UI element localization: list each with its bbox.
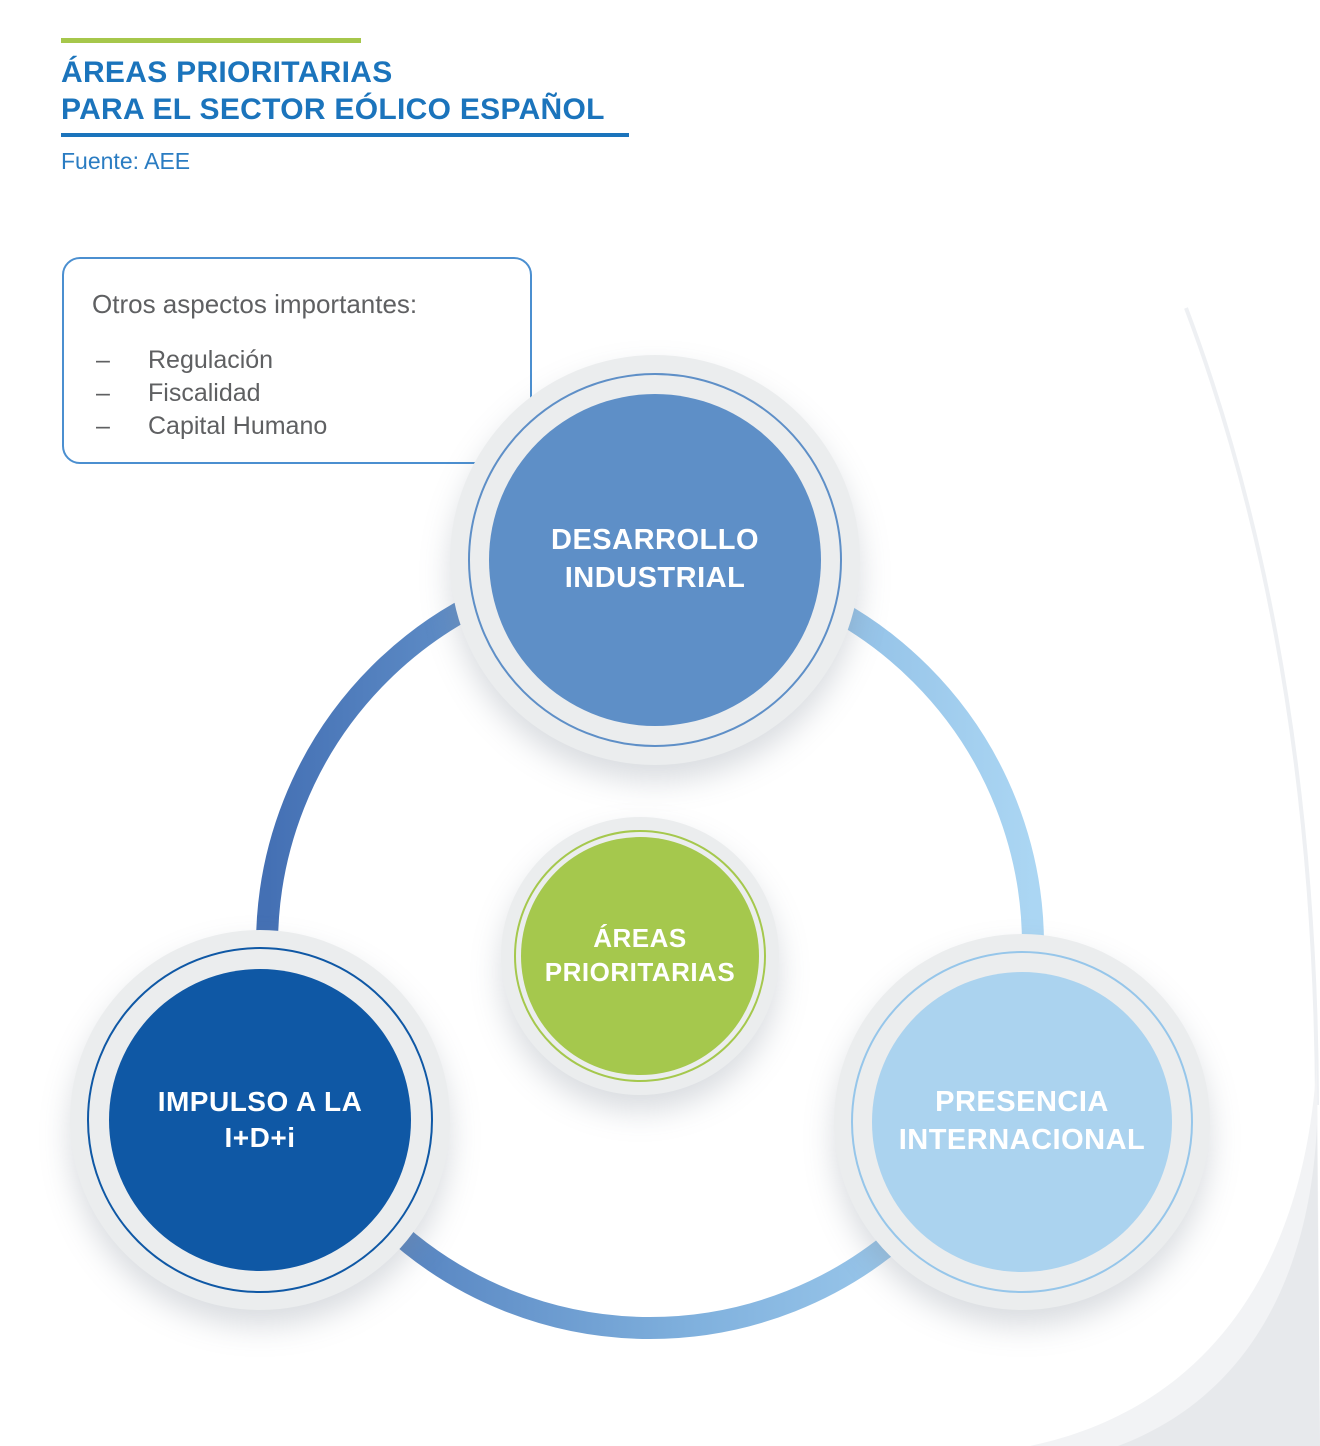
- info-box-list: – Regulación – Fiscalidad – Capital Huma…: [92, 344, 506, 443]
- node-impulso-idi: IMPULSO A LA I+D+i: [70, 930, 450, 1310]
- title-underline: [61, 133, 629, 137]
- info-box-heading: Otros aspectos importantes:: [92, 289, 418, 319]
- list-item: – Fiscalidad: [92, 377, 506, 410]
- list-item-bullet: –: [96, 412, 110, 440]
- accent-rule: [61, 38, 361, 43]
- node-desarrollo-industrial: DESARROLLO INDUSTRIAL: [450, 355, 860, 765]
- list-item-bullet: –: [96, 379, 110, 407]
- source-label: Fuente: AEE: [61, 148, 191, 174]
- node-inner-ring: [514, 830, 766, 1082]
- list-item-label: Regulación: [148, 346, 274, 374]
- page-title-line1: ÁREAS PRIORITARIAS: [61, 56, 393, 89]
- list-item-label: Capital Humano: [148, 412, 328, 440]
- node-inner-ring: [468, 373, 842, 747]
- list-item: – Capital Humano: [92, 410, 506, 443]
- list-item-bullet: –: [96, 346, 110, 374]
- node-presencia-internacional: PRESENCIA INTERNACIONAL: [834, 934, 1210, 1310]
- info-box: Otros aspectos importantes: – Regulación…: [62, 257, 532, 464]
- swoosh-inner: [1118, 1124, 1320, 1446]
- node-inner-ring: [851, 951, 1193, 1293]
- list-item: – Regulación: [92, 344, 506, 377]
- swoosh-outer: [1030, 1056, 1320, 1446]
- node-areas-prioritarias: ÁREAS PRIORITARIAS: [501, 817, 779, 1095]
- page-title-line2: PARA EL SECTOR EÓLICO ESPAÑOL: [61, 93, 605, 126]
- list-item-label: Fiscalidad: [148, 379, 261, 407]
- node-inner-ring: [87, 947, 433, 1293]
- decorative-arc: [1184, 307, 1319, 1106]
- page-title: ÁREAS PRIORITARIAS PARA EL SECTOR EÓLICO…: [61, 54, 605, 128]
